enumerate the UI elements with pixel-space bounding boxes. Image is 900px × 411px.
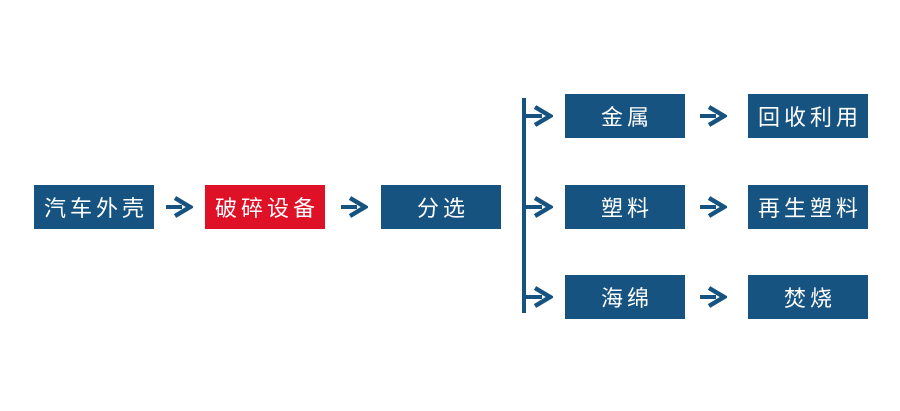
node-sorting-label: 分选 — [416, 196, 469, 221]
right-arrow-icon — [525, 105, 553, 127]
node-car-shell: 汽车外壳 — [34, 185, 154, 229]
node-sorting: 分选 — [381, 185, 501, 229]
node-plastic-label: 塑料 — [600, 196, 653, 221]
node-crushing-equipment: 破碎设备 — [205, 185, 325, 229]
right-arrow-icon — [699, 196, 727, 218]
node-recycling: 回收利用 — [748, 94, 868, 138]
node-metal: 金属 — [565, 94, 685, 138]
node-crushing-equipment-label: 破碎设备 — [214, 196, 319, 221]
node-recycled-plastic-label: 再生塑料 — [757, 196, 862, 221]
node-plastic: 塑料 — [565, 185, 685, 229]
node-sponge: 海绵 — [565, 275, 685, 319]
right-arrow-icon — [340, 196, 368, 218]
node-car-shell-label: 汽车外壳 — [43, 196, 148, 221]
right-arrow-icon — [699, 105, 727, 127]
node-recycling-label: 回收利用 — [757, 105, 862, 130]
right-arrow-icon — [165, 196, 193, 218]
right-arrow-icon — [525, 286, 553, 308]
node-sponge-label: 海绵 — [600, 286, 653, 311]
node-metal-label: 金属 — [600, 105, 653, 130]
right-arrow-icon — [699, 286, 727, 308]
right-arrow-icon — [525, 196, 553, 218]
node-recycled-plastic: 再生塑料 — [748, 185, 868, 229]
branch-connector-line — [522, 98, 526, 313]
node-incineration-label: 焚烧 — [783, 286, 836, 311]
node-incineration: 焚烧 — [748, 275, 868, 319]
